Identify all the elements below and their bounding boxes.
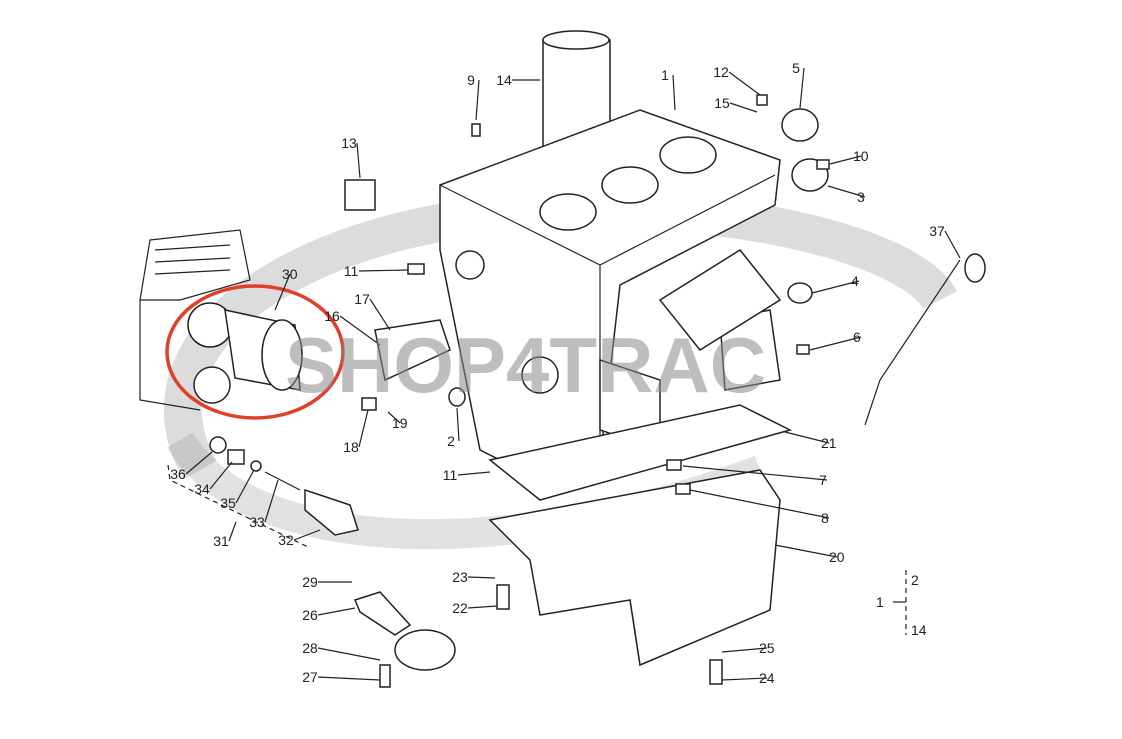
bracket-label-bottom: 14 <box>911 622 927 638</box>
leader-line <box>358 269 409 272</box>
leader-line <box>784 431 830 444</box>
part-number-label: 32 <box>278 532 294 548</box>
leader-line <box>729 102 758 113</box>
oil-pan-gasket <box>488 404 793 501</box>
part-number-label: 17 <box>354 291 370 307</box>
oil-pan <box>488 469 781 667</box>
leader-line <box>774 544 838 558</box>
leader-line <box>809 336 862 351</box>
watermark-text: SHOP4TRAC <box>285 321 766 409</box>
part-number-label: 2 <box>447 433 455 449</box>
leader-line <box>811 280 860 294</box>
part-number-label: 37 <box>929 223 945 239</box>
leader-line <box>228 521 237 542</box>
part-number-label: 24 <box>759 670 775 686</box>
leader-line <box>467 576 496 579</box>
part-number-label: 7 <box>819 472 827 488</box>
relief-valve-parts <box>167 436 359 549</box>
leader-line <box>358 409 369 448</box>
engine-block <box>439 109 782 471</box>
leader-line <box>185 451 213 475</box>
leader-line <box>317 676 381 681</box>
leader-line <box>293 529 321 541</box>
oil-filter <box>187 302 303 404</box>
small-parts <box>344 94 830 688</box>
part-number-label: 12 <box>713 64 729 80</box>
engine-side-sketch <box>139 229 251 411</box>
leader-line <box>369 298 391 331</box>
leader-line <box>682 465 828 481</box>
leader-line <box>827 185 866 198</box>
leader-line <box>689 489 830 519</box>
part-number-label: 22 <box>452 600 468 616</box>
part-number-label: 14 <box>496 72 512 88</box>
highlight-circle <box>165 284 345 420</box>
part-number-label: 29 <box>302 574 318 590</box>
bracket-label-top: 2 <box>911 572 919 588</box>
part-number-label: 26 <box>302 607 318 623</box>
part-number-label: 1 <box>661 67 669 83</box>
part-number-label: 33 <box>249 514 265 530</box>
leader-line <box>829 155 862 165</box>
part-number-label: 3 <box>857 189 865 205</box>
dipstick <box>864 259 961 426</box>
leader-line <box>317 607 356 616</box>
part-number-label: 28 <box>302 640 318 656</box>
part-number-label: 18 <box>343 439 359 455</box>
part-number-label: 19 <box>392 415 408 431</box>
leader-line <box>387 411 401 424</box>
leader-line <box>317 647 381 661</box>
leader-line <box>721 677 768 681</box>
part-number-label: 36 <box>170 466 186 482</box>
leader-line <box>721 647 768 653</box>
part-number-label: 8 <box>821 510 829 526</box>
leader-line <box>356 142 361 179</box>
part-number-label: 10 <box>853 148 869 164</box>
part-number-label: 23 <box>452 569 468 585</box>
part-number-label: 31 <box>213 533 229 549</box>
part-number-label: 15 <box>714 95 730 111</box>
leader-line <box>467 605 498 609</box>
part-number-label: 6 <box>853 329 861 345</box>
leader-line <box>274 273 291 311</box>
part-number-label: 13 <box>341 135 357 151</box>
part-number-label: 34 <box>194 481 210 497</box>
part-number-label: 4 <box>851 273 859 289</box>
part-number-label: 21 <box>821 435 837 451</box>
leader-line <box>339 315 381 346</box>
leader-line <box>235 469 255 504</box>
leader-line <box>799 67 805 109</box>
oil-strainer <box>353 591 456 671</box>
part-number-label: 35 <box>220 495 236 511</box>
part-number-label: 11 <box>443 467 458 483</box>
watermark: SHOP4TRAC <box>285 321 766 409</box>
part-number-label: 5 <box>792 60 800 76</box>
part-number-label: 20 <box>829 549 845 565</box>
part-number-label: 9 <box>467 72 475 88</box>
leader-line <box>209 461 233 490</box>
leader-line <box>457 471 491 476</box>
leader-line <box>672 74 676 111</box>
part-number-label: 30 <box>282 266 298 282</box>
leader-line <box>728 71 761 96</box>
part-number-label: 25 <box>759 640 775 656</box>
part-number-label: 27 <box>302 669 318 685</box>
bracket-label-assembly: 1 <box>876 594 884 610</box>
part-number-label: 16 <box>324 308 340 324</box>
leader-line <box>475 79 480 121</box>
leader-line <box>264 479 279 523</box>
leader-line <box>456 407 460 442</box>
part-number-label: 11 <box>344 263 359 279</box>
leader-line <box>944 230 961 259</box>
